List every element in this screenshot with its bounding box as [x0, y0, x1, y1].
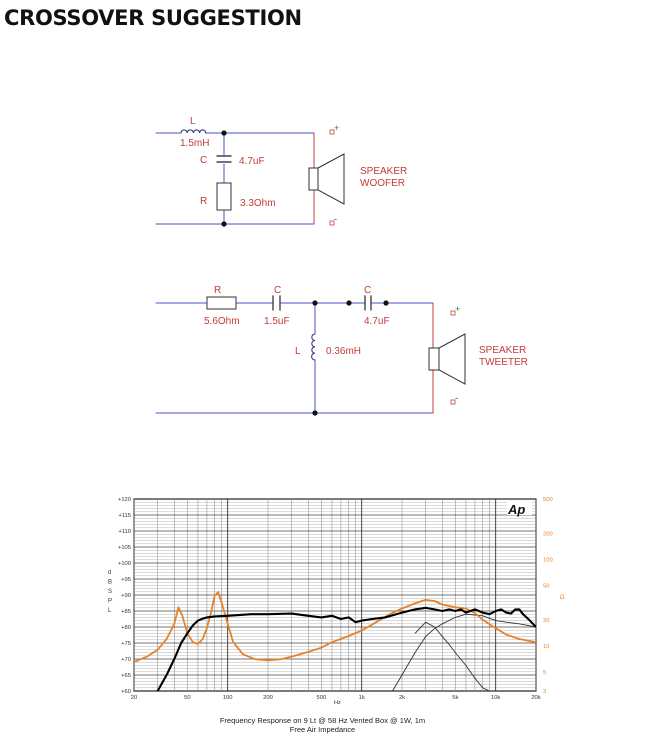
woofer-junction-top — [221, 130, 227, 136]
tweeter-plus-sign: + — [455, 304, 460, 314]
x-tick-label: 20 — [131, 695, 137, 701]
y-tick-label-left: +90 — [121, 593, 131, 599]
tweeter-resistor-value: 5.6Ohm — [204, 316, 240, 327]
y-tick-label-left: +70 — [121, 657, 131, 663]
tweeter-capacitor-1-value: 1.5uF — [264, 316, 290, 327]
chart-caption-line-2: Free Air Impedance — [289, 725, 356, 734]
series-line-subsidiary-2 — [414, 621, 490, 691]
woofer-inductor-symbol — [180, 129, 207, 134]
woofer-capacitor-value: 4.7uF — [239, 156, 265, 167]
woofer-resistor-symbol — [216, 182, 232, 211]
tweeter-wires — [155, 302, 434, 414]
y-tick-label-left: +65 — [121, 673, 131, 679]
y-tick-label-left: +95 — [121, 577, 131, 583]
tweeter-inductor-symbol — [311, 333, 316, 361]
tweeter-inductor-symbol-label: L — [295, 346, 301, 357]
y-tick-label-right: 3 — [543, 689, 546, 695]
tweeter-capacitor-2-symbol — [364, 295, 372, 311]
woofer-minus-terminal — [329, 220, 335, 226]
y-tick-label-left: +110 — [118, 529, 131, 535]
woofer-minus-sign: - — [334, 214, 337, 224]
tweeter-inductor-value: 0.36mH — [326, 346, 361, 357]
frequency-response-chart: +120 +115 +110 +105 +100 +95 +90 +85 +80 +75 +70 +6… — [108, 497, 565, 706]
y-tick-label-left: +100 — [118, 561, 131, 567]
tweeter-capacitor-1-symbol — [272, 295, 281, 311]
x-tick-label: 20k — [531, 695, 540, 701]
x-tick-label: 10k — [491, 695, 500, 701]
tweeter-resistor-symbol — [206, 296, 237, 310]
tweeter-resistor-symbol-label: R — [214, 285, 221, 296]
chart-x-ticks: 20 50 100 200 500 1k 2k 5k 10k 20k — [131, 695, 541, 701]
woofer-resistor-symbol-label: R — [200, 196, 207, 207]
y-tick-label-left: +120 — [118, 497, 131, 503]
y-tick-label-right: 50 — [543, 583, 549, 589]
woofer-inductor-symbol-label: L — [190, 116, 196, 127]
woofer-capacitor-symbol — [216, 155, 232, 163]
woofer-resistor-value: 3.3Ohm — [240, 198, 276, 209]
chart-major-grid — [134, 499, 536, 691]
y-tick-label-left: +115 — [118, 513, 131, 519]
tweeter-capacitor-2-value: 4.7uF — [364, 316, 390, 327]
chart-ylabel-right: Ω — [560, 595, 565, 601]
y-tick-label-right: 100 — [543, 557, 553, 563]
x-tick-label: 100 — [223, 695, 233, 701]
tweeter-junction-top — [312, 300, 318, 306]
tweeter-speaker-label-2: TWEETER — [479, 357, 528, 368]
tweeter-junction-c2-left — [346, 300, 352, 306]
tweeter-junction-c2-right — [383, 300, 389, 306]
tweeter-capacitor-2-symbol-label: C — [364, 285, 371, 296]
page-title: CROSSOVER SUGGESTION — [4, 6, 302, 30]
x-tick-label: 2k — [399, 695, 405, 701]
tweeter-speaker-icon — [428, 333, 466, 385]
woofer-plus-sign: + — [334, 123, 339, 133]
tweeter-capacitor-1-symbol-label: C — [274, 285, 281, 296]
y-tick-label-left: +80 — [121, 625, 131, 631]
y-tick-label-right: 20 — [543, 618, 549, 624]
woofer-inductor-value: 1.5mH — [180, 138, 209, 149]
woofer-speaker-icon — [308, 153, 345, 205]
tweeter-plus-terminal — [450, 310, 456, 316]
x-tick-label: 50 — [184, 695, 190, 701]
series-line-spl — [156, 606, 536, 691]
y-tick-label-right: 500 — [543, 497, 553, 503]
woofer-speaker-label-2: WOOFER — [360, 178, 405, 189]
tweeter-minus-sign: - — [455, 393, 458, 403]
tweeter-speaker-label-1: SPEAKER — [479, 345, 526, 356]
ap-logo: Ap — [507, 502, 532, 517]
chart-right-ticks: 500 200 100 50 20 10 5 3 — [543, 497, 553, 695]
y-tick-label-right: 10 — [543, 644, 549, 650]
woofer-speaker-label-1: SPEAKER — [360, 166, 407, 177]
x-tick-label: 5k — [452, 695, 458, 701]
series-line-subsidiary-1 — [392, 613, 536, 691]
tweeter-minus-terminal — [450, 399, 456, 405]
woofer-capacitor-symbol-label: C — [200, 155, 207, 166]
x-tick-label: 500 — [316, 695, 326, 701]
tweeter-circuit: + - R 5.6Ohm C 1.5uF C 4.7uF L 0.36mH SP… — [155, 285, 528, 416]
chart-left-ticks: +120 +115 +110 +105 +100 +95 +90 +85 +80 +75 +70 +6… — [118, 497, 131, 695]
x-tick-label: 200 — [263, 695, 273, 701]
woofer-plus-terminal — [329, 129, 335, 135]
y-tick-label-right: 5 — [543, 670, 546, 676]
svg-text:Ap: Ap — [507, 502, 525, 517]
woofer-junction-bottom — [221, 221, 227, 227]
chart-xlabel: Hz — [334, 700, 341, 706]
y-tick-label-left: +60 — [121, 689, 131, 695]
tweeter-junction-bottom — [312, 410, 318, 416]
y-tick-label-left: +75 — [121, 641, 131, 647]
x-tick-label: 1k — [359, 695, 365, 701]
chart-series — [134, 591, 536, 691]
y-tick-label-left: +105 — [118, 545, 131, 551]
y-tick-label-left: +85 — [121, 609, 131, 615]
y-tick-label-right: 200 — [543, 531, 553, 537]
woofer-circuit: + - L 1.5mH C 4.7uF R 3.3Ohm SPEAKER WOO… — [155, 116, 407, 227]
chart-caption-line-1: Frequency Response on 9 Lt @ 58 Hz Vente… — [219, 716, 426, 725]
